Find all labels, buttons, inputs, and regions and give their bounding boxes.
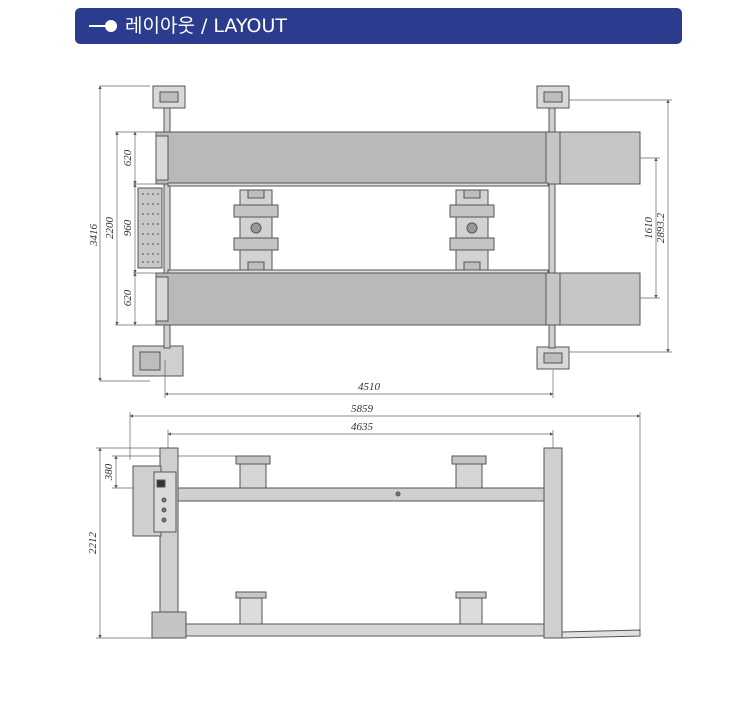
ramp-plate bbox=[137, 187, 163, 269]
section-header: 레이아웃 / LAYOUT bbox=[75, 8, 682, 44]
dim-track-span: 2200 bbox=[104, 217, 116, 240]
dim-runway-width-bottom: 620 bbox=[122, 289, 134, 306]
header-bullet-dot bbox=[105, 20, 117, 32]
jack-left bbox=[233, 189, 279, 271]
side-rail-upper bbox=[177, 487, 545, 502]
dim-runway-width-top: 620 bbox=[122, 149, 134, 166]
dim-offset: 380 bbox=[103, 463, 115, 481]
header-bullet-line bbox=[89, 25, 109, 27]
side-view bbox=[96, 412, 641, 639]
dim-column-span: 4510 bbox=[358, 381, 381, 393]
side-rail-lower bbox=[177, 623, 545, 637]
side-column-right bbox=[543, 447, 563, 639]
approach-ramp bbox=[561, 629, 641, 639]
dim-gap: 960 bbox=[122, 219, 134, 236]
dim-column-center: 4635 bbox=[351, 421, 374, 433]
dim-inner-width: 1610 bbox=[643, 217, 655, 240]
section-title: 레이아웃 / LAYOUT bbox=[125, 15, 287, 37]
dim-height: 2212 bbox=[87, 532, 99, 555]
plan-view bbox=[98, 85, 672, 398]
jack-right bbox=[449, 189, 495, 271]
dim-outer-width: 2893.2 bbox=[655, 212, 667, 243]
dim-overall-length: 5859 bbox=[351, 403, 374, 415]
dim-overall-height: 3416 bbox=[88, 224, 100, 248]
